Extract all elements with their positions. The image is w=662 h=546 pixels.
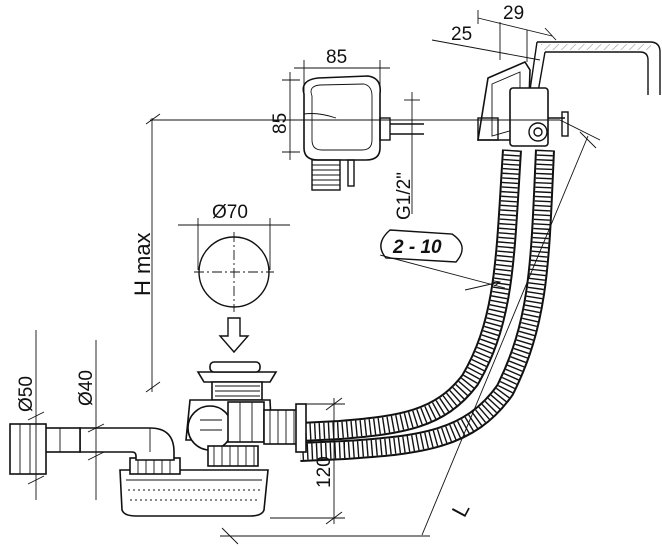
dim-29-label: 29 (503, 3, 524, 24)
drain-trap (9, 361, 307, 517)
dim-h-max: H max (130, 113, 161, 393)
length-label: L (447, 498, 475, 521)
dim-hose-range: 2 - 10 (379, 229, 506, 291)
pipe-inner-label: Ø40 (76, 370, 97, 406)
hose-range-label: 2 - 10 (392, 237, 442, 258)
bathtub-rim (529, 41, 661, 95)
valve-height-label: 85 (270, 113, 291, 134)
dim-29: 29 (477, 3, 557, 41)
dim-25: 25 (431, 22, 541, 62)
trap-height-label: 120 (314, 456, 335, 488)
dim-25-label: 25 (451, 24, 472, 45)
valve-width-label: 85 (326, 47, 347, 68)
dim-pipe-diameters: Ø50 Ø40 (16, 330, 105, 500)
h-max-label: H max (130, 232, 155, 296)
drain-cap: Ø70 (178, 202, 290, 354)
thread-label: G1/2" (394, 172, 415, 220)
cap-diameter-label: Ø70 (212, 202, 248, 223)
dim-trap-height: 120 (270, 397, 345, 525)
overflow-hose (299, 149, 555, 462)
overflow-unit (477, 60, 569, 147)
mixer-valve: 85 85 G1/2" (270, 47, 424, 220)
pipe-outer-label: Ø50 (16, 376, 37, 412)
